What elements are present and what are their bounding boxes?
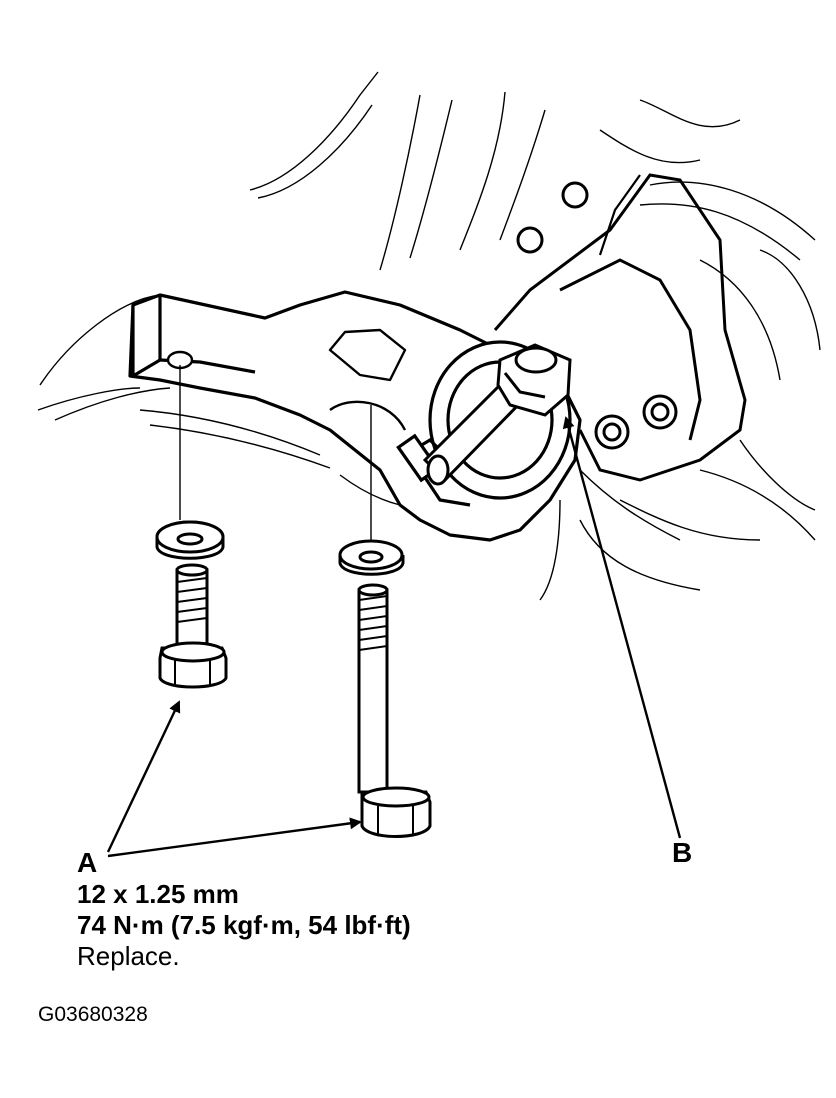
leader-b-through-bolt [562,416,682,839]
bolt-torque: 74 N·m (7.5 kgf·m, 54 lbf·ft) [77,910,411,940]
leader-a-short-bolt [106,700,181,853]
callout-label-b: B [672,837,693,868]
long-bolt-a [357,583,432,838]
alignment-lines [179,365,372,540]
callout-label-a: A [77,847,98,878]
washer-left [155,520,225,560]
leader-a-long-bolt [107,817,362,858]
bolt-size: 12 x 1.25 mm [77,879,239,909]
short-bolt-a [158,563,228,689]
figure-code: G03680328 [38,1003,148,1026]
vehicle-frame-background [37,71,821,601]
through-bolt-b [422,343,572,486]
leader-lines [106,416,682,858]
bolt-a-spec-block: 12 x 1.25 mm 74 N·m (7.5 kgf·m, 54 lbf·f… [77,879,411,972]
washer-right [338,539,405,576]
bolt-note: Replace. [77,941,180,971]
frame-bracket-right [493,173,747,482]
